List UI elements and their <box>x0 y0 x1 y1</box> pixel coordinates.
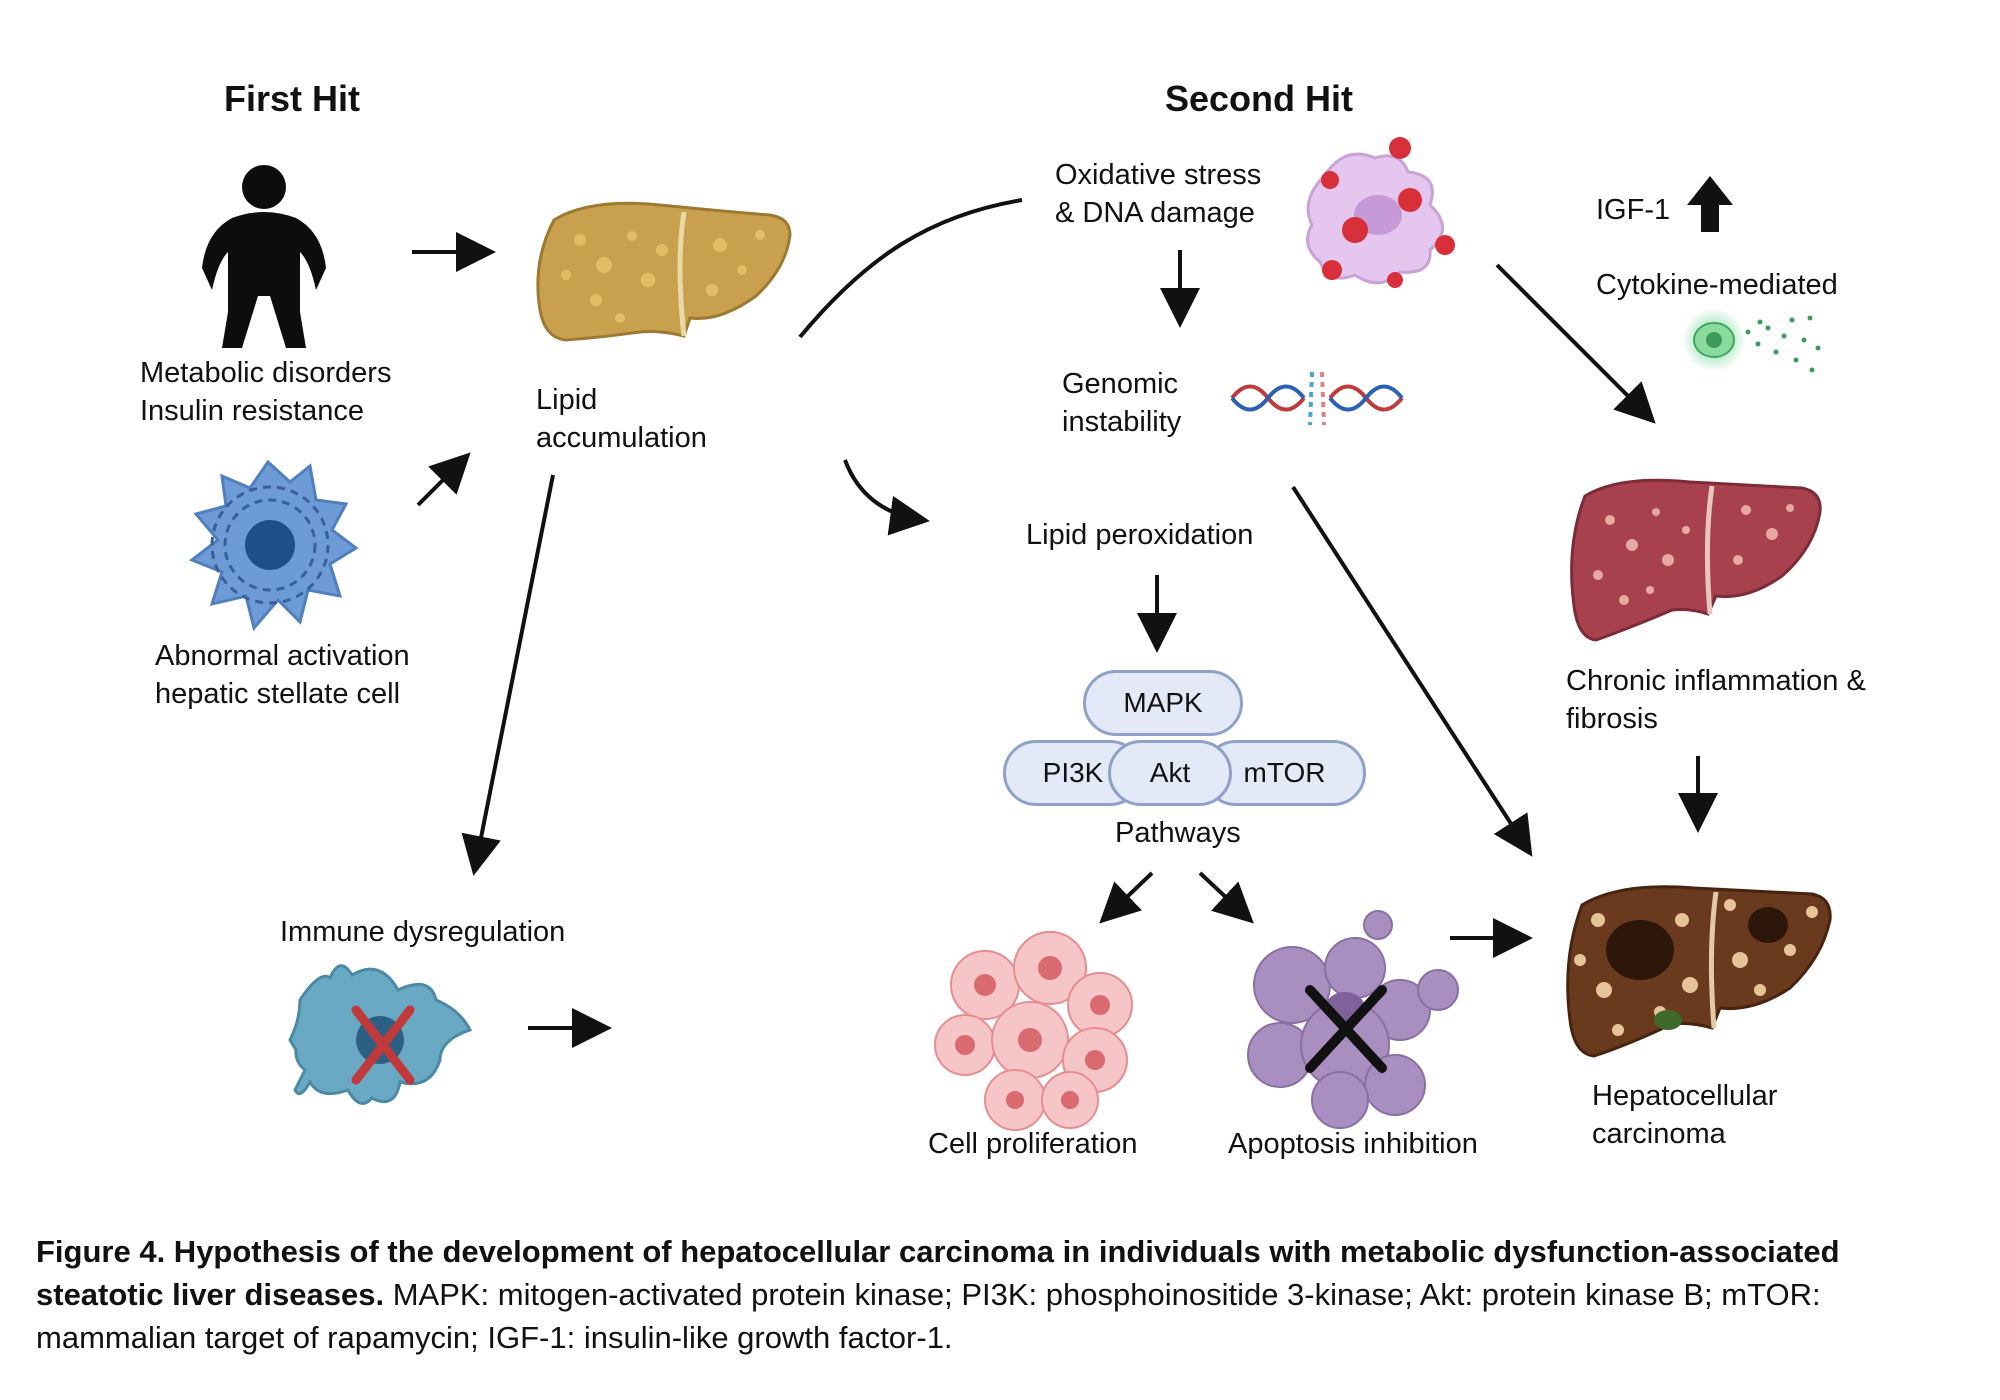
cytokine-mediated-label: Cytokine-mediated <box>1596 269 1838 301</box>
chronic-inflammation-label: Chronic inflammation & fibrosis <box>1566 665 1866 735</box>
second-hit-header: Second Hit <box>1165 78 1354 119</box>
figure-caption: Figure 4. Hypothesis of the development … <box>36 1230 1966 1359</box>
lipid-accumulation-label: Lipid accumulation <box>536 384 707 454</box>
hepatocellular-carcinoma-label: Hepatocellular carcinoma <box>1592 1080 1778 1150</box>
immune-dysregulation-label: Immune dysregulation <box>280 916 566 948</box>
genomic-instability-label: Genomic instability <box>1062 368 1182 438</box>
metabolic-disorders-label: Metabolic disorders Insulin resistance <box>140 357 392 427</box>
arrow-stellate-to-liver <box>416 452 471 507</box>
apoptosis-inhibition-label: Apoptosis inhibition <box>1228 1128 1478 1160</box>
caption-title: Figure 4. Hypothesis of the development … <box>36 1234 1840 1312</box>
arrows <box>412 198 1718 1048</box>
fatty-liver-icon <box>536 201 792 342</box>
caption-text: MAPK: mitogen-activated protein kinase; … <box>36 1277 1821 1355</box>
person-silhouette-icon <box>202 165 326 348</box>
apoptotic-cell-icon <box>1247 910 1459 1129</box>
arrow-oxidative-to-inflammation <box>1495 263 1656 424</box>
stellate-cell-label: Abnormal activation hepatic stellate cel… <box>155 640 410 710</box>
first-hit-header: First Hit <box>224 78 361 119</box>
arrow-liver-to-immune <box>461 474 555 876</box>
lipid-peroxidation-label: Lipid peroxidation <box>1026 519 1254 551</box>
up-arrow-icon <box>1687 176 1733 232</box>
cell-cluster-icon <box>934 931 1133 1131</box>
secreting-cell-icon <box>1682 308 1821 373</box>
arrow-pathways-to-proliferation <box>1099 871 1154 924</box>
tumor-liver-icon <box>1566 885 1832 1058</box>
akt-box: Akt <box>1108 740 1232 806</box>
immune-cell-icon <box>288 964 473 1105</box>
igf-1-label: IGF-1 <box>1596 194 1671 226</box>
pathways-label: Pathways <box>1115 817 1241 849</box>
ros-damaged-cell-icon <box>1306 137 1455 288</box>
arrow-liver-to-lipid-peroxidation <box>843 459 930 536</box>
dna-helix-icon <box>1230 371 1404 426</box>
arrow-genomic-to-hcc <box>1291 485 1533 857</box>
stellate-cell-icon <box>188 459 359 632</box>
inflamed-liver-icon <box>1570 478 1822 642</box>
cell-proliferation-label: Cell proliferation <box>928 1128 1138 1160</box>
oxidative-stress-label: Oxidative stress & DNA damage <box>1055 159 1262 229</box>
mapk-box: MAPK <box>1083 670 1243 736</box>
arrow-pathways-to-apoptosis <box>1198 871 1254 924</box>
arrow-liver-to-oxidative-curve <box>798 198 1023 339</box>
